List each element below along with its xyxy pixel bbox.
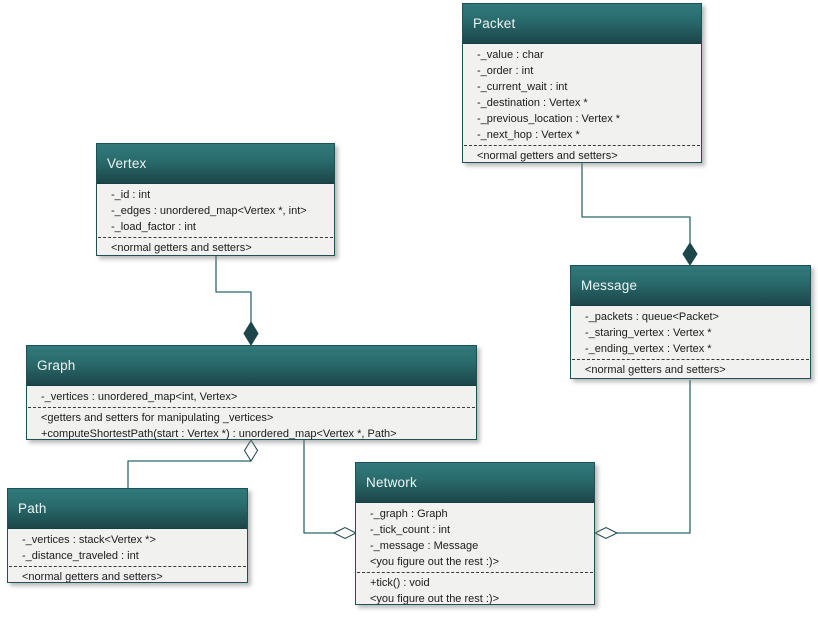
packet-attribute: -_previous_location : Vertex * xyxy=(477,113,621,125)
section-separator xyxy=(98,237,333,238)
packet-attribute: -_current_wait : int xyxy=(477,81,568,93)
class-graph-title: Graph xyxy=(27,346,476,386)
connector-vertex-graph xyxy=(215,256,252,322)
packet-method: <normal getters and setters> xyxy=(477,150,618,162)
packet-attribute: -_order : int xyxy=(477,65,534,77)
section-separator xyxy=(464,145,700,146)
aggregation-diamond-graph-path xyxy=(243,439,259,462)
network-attribute: -_message : Message xyxy=(370,540,479,552)
packet-attribute: -_destination : Vertex * xyxy=(477,97,588,109)
path-attribute: -_distance_traveled : int xyxy=(22,550,139,562)
packet-attribute: -_next_hop : Vertex * xyxy=(477,129,580,141)
class-vertex-title: Vertex xyxy=(97,144,334,184)
message-attribute: -_ending_vertex : Vertex * xyxy=(585,343,712,355)
path-method: <normal getters and setters> xyxy=(22,571,163,583)
class-message-title: Message xyxy=(571,266,810,306)
composition-diamond-graph-vertex xyxy=(243,321,259,346)
aggregation-diamond-network-message xyxy=(593,526,619,540)
graph-method: <getters and setters for manipulating _v… xyxy=(41,412,274,424)
class-vertex[interactable]: Vertex -_id : int -_edges : unordered_ma… xyxy=(96,143,335,256)
vertex-attribute: -_id : int xyxy=(111,189,151,201)
section-separator xyxy=(572,359,809,360)
network-attribute: -_tick_count : int xyxy=(370,524,451,536)
section-separator xyxy=(9,566,246,567)
class-message[interactable]: Message -_packets : queue<Packet> -_star… xyxy=(570,265,811,379)
class-packet-title: Packet xyxy=(463,4,701,44)
class-packet[interactable]: Packet -_value : char -_order : int -_cu… xyxy=(462,3,702,163)
network-method: +tick() : void xyxy=(370,577,430,589)
message-method: <normal getters and setters> xyxy=(585,364,726,376)
message-attribute: -_staring_vertex : Vertex * xyxy=(585,327,712,339)
connector-message-network xyxy=(617,380,691,534)
composition-diamond-message-packet xyxy=(682,242,698,266)
path-attribute: -_vertices : stack<Vertex *> xyxy=(22,534,156,546)
vertex-method: <normal getters and setters> xyxy=(111,242,252,254)
class-network[interactable]: Network -_graph : Graph -_tick_count : i… xyxy=(355,462,595,605)
section-separator xyxy=(357,572,593,573)
vertex-attribute: -_edges : unordered_map<Vertex *, int> xyxy=(111,205,307,217)
network-attribute: -_graph : Graph xyxy=(370,508,448,520)
vertex-attribute: -_load_factor : int xyxy=(111,221,196,233)
connector-graph-network xyxy=(303,440,334,534)
class-graph[interactable]: Graph -_vertices : unordered_map<int, Ve… xyxy=(26,345,477,440)
connector-graph-path xyxy=(127,460,251,488)
class-path[interactable]: Path -_vertices : stack<Vertex *> -_dist… xyxy=(7,488,248,583)
graph-attribute: -_vertices : unordered_map<int, Vertex> xyxy=(41,391,238,403)
network-attribute: <you figure out the rest :)> xyxy=(370,556,500,568)
class-network-title: Network xyxy=(356,463,594,503)
graph-method: +computeShortestPath(start : Vertex *) :… xyxy=(41,428,397,440)
message-attribute: -_packets : queue<Packet> xyxy=(585,311,719,323)
network-method: <you figure out the rest :)> xyxy=(370,593,500,605)
aggregation-diamond-network-graph xyxy=(332,526,358,540)
section-separator xyxy=(28,407,475,408)
connector-packet-message xyxy=(581,163,691,243)
packet-attribute: -_value : char xyxy=(477,49,544,61)
class-path-title: Path xyxy=(8,489,247,529)
